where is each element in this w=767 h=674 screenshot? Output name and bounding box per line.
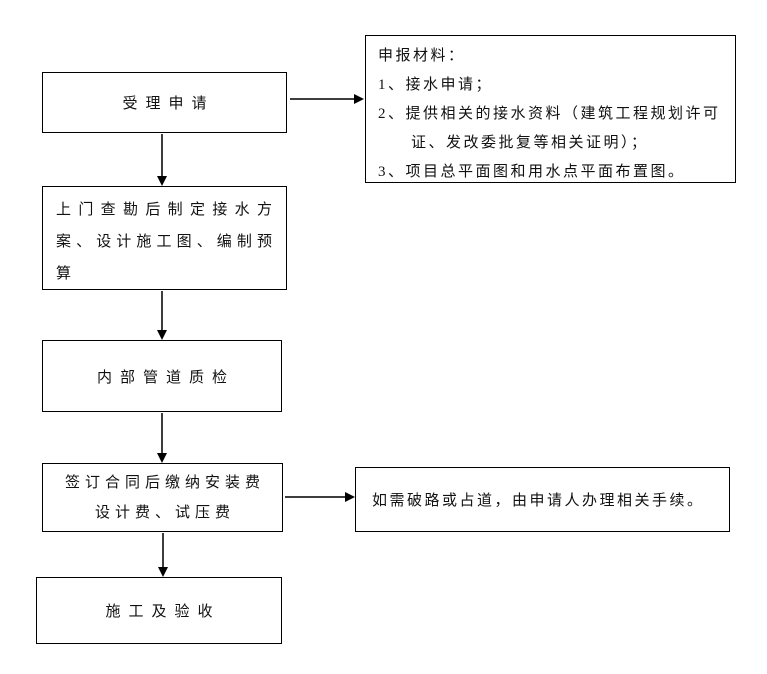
step-label-line: 设计费、试压费 bbox=[94, 504, 235, 521]
materials-note-item-1: 1、接水申请； bbox=[378, 77, 494, 93]
arrow-head bbox=[157, 453, 167, 463]
step-box-internal-pipe-inspection: 内部管道质检 bbox=[42, 340, 282, 412]
arrow-shaft bbox=[161, 291, 163, 331]
step-label-line: 案、设计施工图、编制预 bbox=[56, 234, 273, 250]
step-box-construction-acceptance: 施工及验收 bbox=[36, 577, 282, 644]
step-label: 施工及验收 bbox=[105, 604, 221, 620]
arrow-shaft bbox=[161, 413, 163, 454]
materials-note-item-3: 3、项目总平面图和用水点平面布置图。 bbox=[378, 164, 686, 180]
arrow-shaft bbox=[285, 496, 346, 498]
step-box-site-survey-plan: 上门查勘后制定接水方 案、设计施工图、编制预 算 bbox=[42, 186, 287, 290]
road-occupation-note-text: 如需破路或占道，由申请人办理相关手续。 bbox=[372, 493, 705, 509]
arrow-head bbox=[354, 94, 364, 104]
arrow-head bbox=[158, 567, 168, 577]
arrow-shaft bbox=[161, 134, 163, 177]
step-label-line: 算 bbox=[56, 266, 78, 282]
arrow-head bbox=[157, 176, 167, 186]
arrow-shaft bbox=[162, 533, 164, 568]
step-label-line: 上门查勘后制定接水方 bbox=[56, 202, 273, 218]
step-label-line: 签订合同后缴纳安装费 bbox=[64, 474, 265, 491]
materials-note-item-2: 2、提供相关的接水资料（建筑工程规划许可证、发改委批复等相关证明）； bbox=[378, 106, 721, 151]
step-label: 内部管道质检 bbox=[96, 369, 235, 386]
step-box-sign-contract-pay-fees: 签订合同后缴纳安装费 设计费、试压费 bbox=[42, 463, 283, 532]
materials-note-title: 申报材料： bbox=[378, 48, 466, 64]
arrow-head bbox=[157, 330, 167, 340]
step-box-accept-application: 受理申请 bbox=[42, 72, 287, 133]
arrow-shaft bbox=[290, 98, 354, 100]
road-occupation-note-box: 如需破路或占道，由申请人办理相关手续。 bbox=[355, 467, 730, 532]
materials-note-box: 申报材料： 1、接水申请； 2、提供相关的接水资料（建筑工程规划许可证、发改委批… bbox=[365, 35, 736, 183]
arrow-head bbox=[345, 492, 355, 502]
step-label: 受理申请 bbox=[122, 96, 215, 112]
